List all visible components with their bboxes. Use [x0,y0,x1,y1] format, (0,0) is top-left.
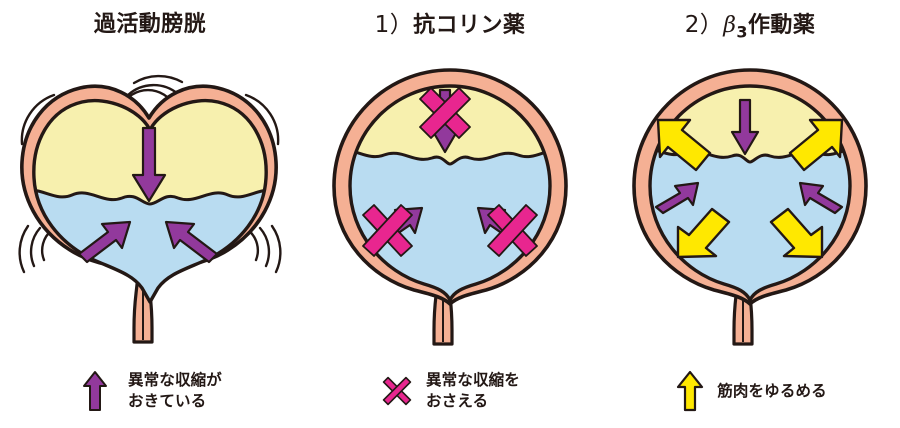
purple-up-arrow-icon [78,368,112,414]
urine-surface-line [350,148,550,166]
legend-text-anticholinergic: 異常な収縮を おさえる [426,371,520,410]
purple-arrow-up-right [164,220,219,264]
panel-title-3-beta: β [723,13,737,38]
panel-title-2: 1）抗コリン薬 [375,14,526,37]
yellow-up-arrow-icon [673,368,707,414]
vibration-lines-lower-right [246,224,282,274]
x-mark-right [487,204,538,257]
purple-arrow-up-right [798,181,844,215]
legend-beta3: 筋肉をゆるめる [600,368,900,414]
panel-beta3-agonist: 2）β3作動薬 [600,0,900,428]
bladder-figure-overactive [0,52,300,347]
bladder-urine-region [350,150,550,300]
panel-title-3-text: 作動薬 [747,13,816,38]
legend-text-overactive: 異常な収縮が おきている [128,371,222,410]
bladder-figure-anticholinergic [300,52,600,347]
x-mark-center [419,87,471,139]
legend-anticholinergic: 異常な収縮を おさえる [300,368,600,414]
panel-anticholinergic: 1）抗コリン薬 [300,0,600,428]
panel-title-2-number: 1） [374,12,414,38]
x-mark-left [362,204,413,257]
bladder-wall-inner [32,98,268,304]
legend-text-beta3: 筋肉をゆるめる [717,381,827,400]
magenta-x-icon [380,368,414,414]
bladder-wall-inner [648,84,852,302]
yellow-arrow-out-upper-right [788,118,844,172]
panel-title-3-beta-subscript: 3 [736,22,748,42]
panel-title-1-text: 過活動膀胱 [93,12,207,37]
panel-title-1: 過活動膀胱 [94,14,206,36]
panel-title-2-text: 抗コリン薬 [413,13,526,38]
yellow-arrow-out-upper-left [656,118,712,172]
bladder-wall-inner [348,84,552,302]
panel-overactive-bladder: 過活動膀胱 [0,0,300,428]
yellow-arrow-out-lower-right [769,207,824,259]
bladder-figure-beta3 [600,52,900,347]
panel-title-3-number: 2） [684,12,724,38]
bladder-urine-region [650,148,850,300]
yellow-arrow-out-lower-left [676,207,731,259]
purple-arrow-down-center [131,126,167,203]
purple-arrow-up-left [654,181,700,215]
panel-title-3: 2）β3作動薬 [685,14,816,40]
purple-arrow-up-left [77,220,132,264]
legend-overactive: 異常な収縮が おきている [0,368,300,414]
urine-surface-line [33,188,267,206]
purple-arrow-down-center [730,98,760,156]
